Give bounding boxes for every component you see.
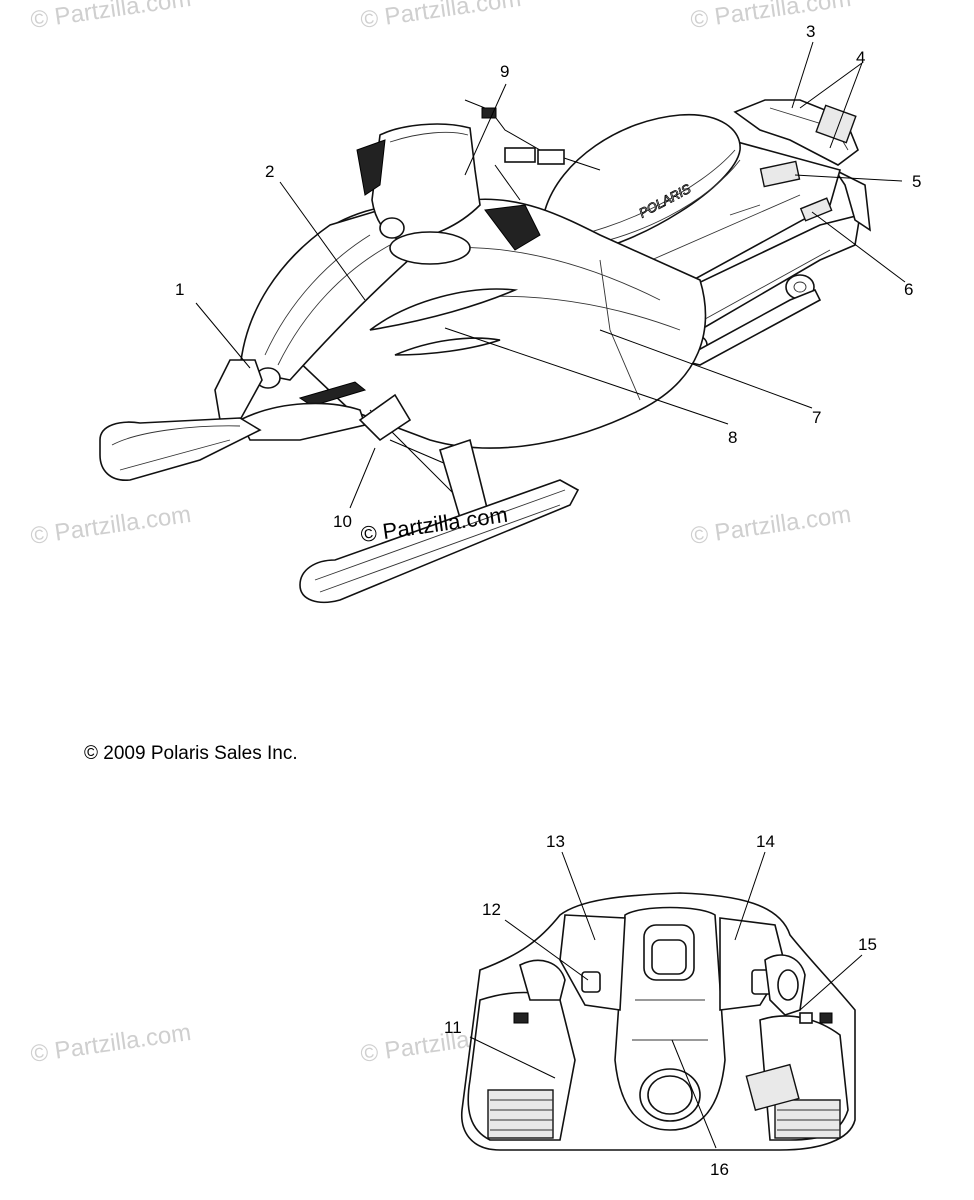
callout-15: 15 (858, 935, 877, 954)
callout-10: 10 (333, 512, 352, 531)
leader-lines-upper (195, 41, 906, 509)
callout-5: 5 (912, 172, 922, 191)
left-ski (99, 417, 262, 481)
hood (239, 209, 422, 407)
right-ski (299, 479, 580, 604)
callout-14: 14 (756, 832, 775, 851)
callout-6: 6 (904, 280, 914, 299)
callout-12: 12 (482, 900, 501, 919)
front-bumper (214, 359, 367, 441)
leader-lines-lower (469, 851, 863, 1149)
handlebars (464, 99, 601, 201)
callout-11: 11 (444, 1018, 462, 1037)
callout-2: 2 (265, 162, 275, 181)
callout-9: 9 (500, 62, 510, 81)
callout-8: 8 (728, 428, 738, 447)
callout-3: 3 (806, 22, 816, 41)
callout-1: 1 (175, 280, 185, 299)
callout-13: 13 (546, 832, 565, 851)
console-view (460, 892, 856, 1151)
callout-7: 7 (812, 408, 822, 427)
callout-16: 16 (710, 1160, 729, 1179)
rear-rack (733, 99, 871, 232)
copyright-notice: © 2009 Polaris Sales Inc. (84, 743, 298, 764)
callout-4: 4 (856, 48, 866, 67)
windshield (356, 123, 541, 265)
